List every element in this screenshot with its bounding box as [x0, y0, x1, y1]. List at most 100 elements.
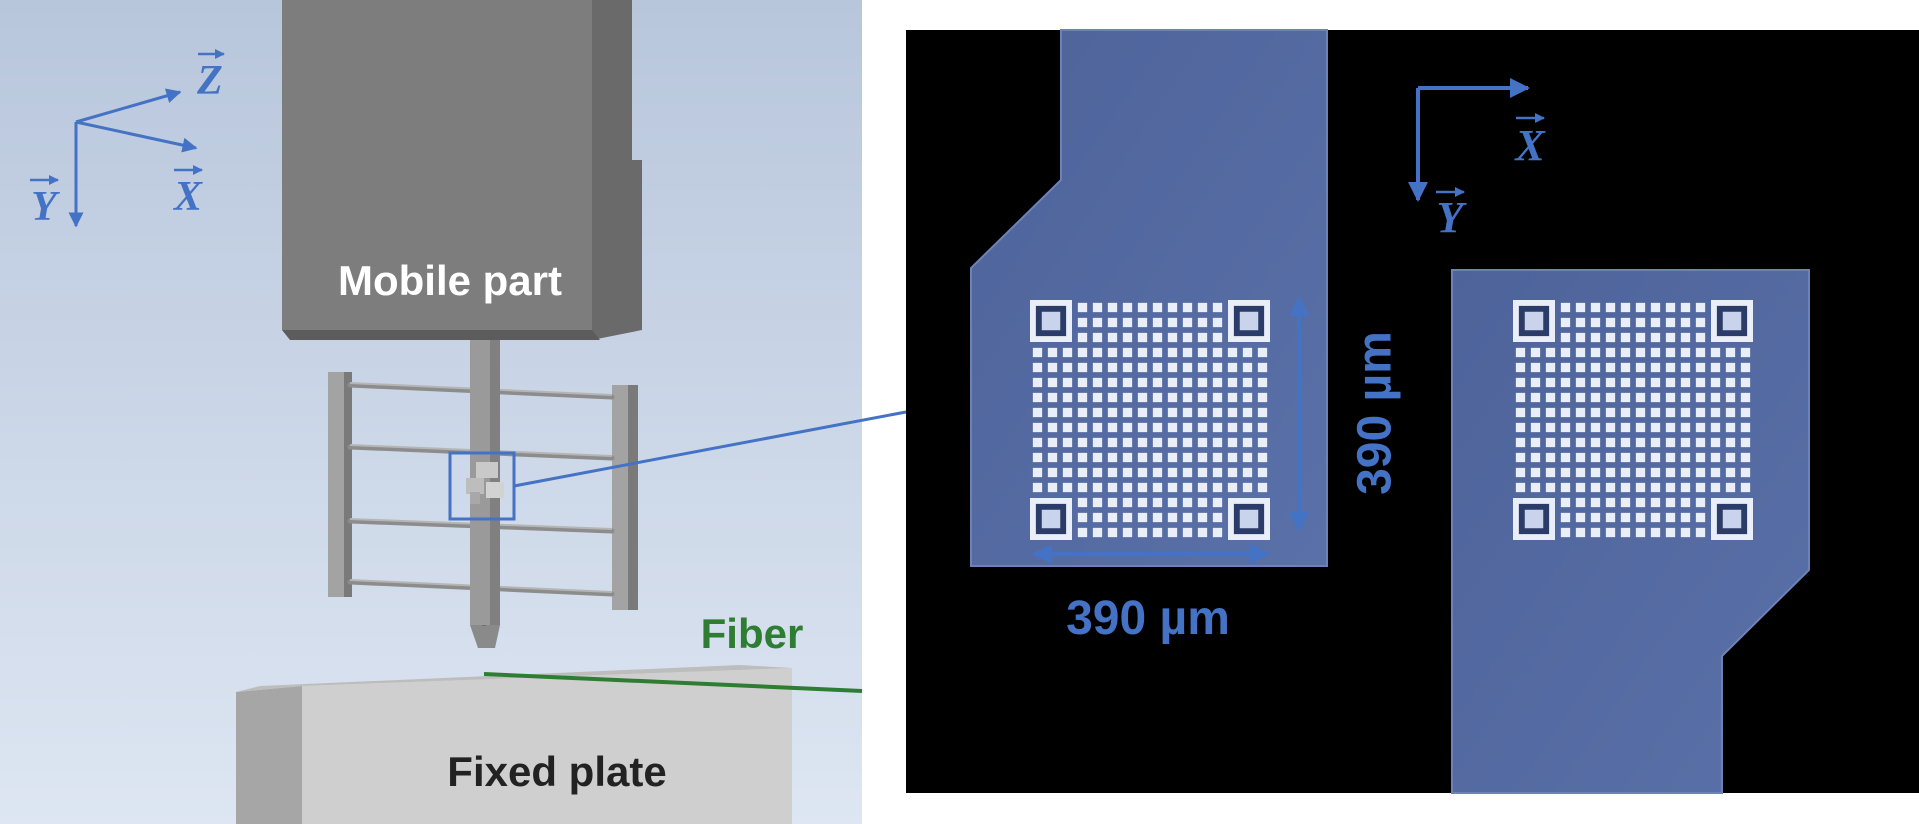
grid-marker	[1062, 347, 1073, 358]
grid-marker	[1665, 422, 1676, 433]
grid-marker	[1575, 362, 1586, 373]
grid-marker	[1695, 332, 1706, 343]
fixed-plate: Fixed plate	[236, 665, 792, 824]
grid-marker	[1182, 332, 1193, 343]
grid-marker	[1077, 362, 1088, 373]
grid-marker	[1620, 467, 1631, 478]
grid-marker	[1725, 377, 1736, 388]
grid-marker	[1665, 437, 1676, 448]
grid-marker	[1092, 332, 1103, 343]
grid-marker	[1047, 362, 1058, 373]
grid-marker	[1635, 482, 1646, 493]
grid-marker	[1545, 437, 1556, 448]
grid-marker	[1137, 407, 1148, 418]
grid-marker	[1635, 392, 1646, 403]
grid-marker	[1560, 482, 1571, 493]
grid-marker	[1650, 482, 1661, 493]
grid-marker	[1635, 407, 1646, 418]
grid-marker	[1725, 407, 1736, 418]
grid-marker	[1740, 437, 1751, 448]
grid-marker	[1590, 512, 1601, 523]
grid-marker	[1077, 377, 1088, 388]
grid-marker	[1710, 407, 1721, 418]
grid-marker	[1680, 362, 1691, 373]
grid-marker	[1197, 467, 1208, 478]
grid-marker	[1152, 452, 1163, 463]
grid-marker	[1665, 302, 1676, 313]
grid-marker	[1560, 467, 1571, 478]
grid-marker	[1257, 482, 1268, 493]
grid-marker	[1212, 512, 1223, 523]
grid-marker	[1242, 422, 1253, 433]
grid-marker	[1167, 317, 1178, 328]
grid-marker	[1635, 437, 1646, 448]
grid-marker	[1665, 332, 1676, 343]
grid-marker	[1710, 452, 1721, 463]
grid-marker	[1740, 392, 1751, 403]
grid-marker	[1152, 482, 1163, 493]
grid-marker	[1560, 437, 1571, 448]
grid-marker	[1107, 317, 1118, 328]
grid-marker	[1590, 347, 1601, 358]
grid-marker	[1695, 452, 1706, 463]
grid-marker	[1680, 332, 1691, 343]
grid-marker	[1152, 392, 1163, 403]
grid-marker	[1650, 347, 1661, 358]
grid-marker	[1515, 362, 1526, 373]
grid-marker	[1032, 467, 1043, 478]
grid-marker	[1515, 467, 1526, 478]
corner-mark-center	[1524, 509, 1544, 529]
grid-marker	[1665, 407, 1676, 418]
grid-marker	[1560, 497, 1571, 508]
grid-marker	[1182, 482, 1193, 493]
grid-marker	[1575, 422, 1586, 433]
grid-marker	[1137, 377, 1148, 388]
grid-marker	[1257, 392, 1268, 403]
grid-marker	[1545, 377, 1556, 388]
grid-marker	[1257, 437, 1268, 448]
grid-marker	[1137, 422, 1148, 433]
grid-marker	[1530, 407, 1541, 418]
grid-marker	[1032, 437, 1043, 448]
grid-marker	[1695, 422, 1706, 433]
grid-marker	[1212, 422, 1223, 433]
grid-marker	[1197, 422, 1208, 433]
grid-marker	[1650, 332, 1661, 343]
grid-marker	[1650, 392, 1661, 403]
grid-marker	[1605, 452, 1616, 463]
grid-marker	[1695, 407, 1706, 418]
grid-marker	[1242, 347, 1253, 358]
grid-marker	[1740, 347, 1751, 358]
grid-marker	[1182, 467, 1193, 478]
grid-marker	[1167, 407, 1178, 418]
grid-marker	[1650, 527, 1661, 538]
grid-marker	[1650, 452, 1661, 463]
grid-marker	[1695, 482, 1706, 493]
grid-marker	[1182, 302, 1193, 313]
grid-marker	[1680, 347, 1691, 358]
grid-marker	[1620, 437, 1631, 448]
grid-marker	[1605, 497, 1616, 508]
grid-marker	[1122, 482, 1133, 493]
grid-marker	[1590, 452, 1601, 463]
grid-marker	[1605, 332, 1616, 343]
grid-marker	[1212, 392, 1223, 403]
grid-marker	[1227, 362, 1238, 373]
grid-marker	[1047, 452, 1058, 463]
grid-marker	[1197, 512, 1208, 523]
grid-marker	[1710, 422, 1721, 433]
grid-marker	[1137, 437, 1148, 448]
grid-marker	[1107, 392, 1118, 403]
grid-marker	[1740, 452, 1751, 463]
axis-y-label: Y	[31, 184, 60, 230]
grid-marker	[1680, 482, 1691, 493]
grid-marker	[1242, 437, 1253, 448]
grid-marker	[1122, 437, 1133, 448]
grid-marker	[1137, 392, 1148, 403]
axis-x-label-right: X	[1513, 121, 1546, 170]
grid-marker	[1590, 317, 1601, 328]
grid-marker	[1167, 512, 1178, 523]
grid-marker	[1122, 317, 1133, 328]
grid-marker	[1107, 482, 1118, 493]
grid-marker	[1680, 467, 1691, 478]
